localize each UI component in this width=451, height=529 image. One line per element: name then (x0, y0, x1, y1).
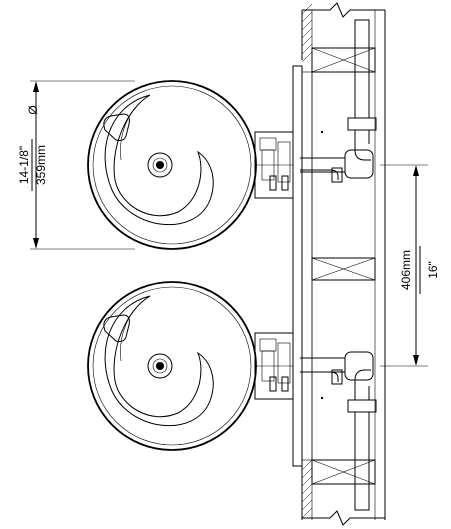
drain-top (147, 152, 173, 178)
bubbler-top (87, 80, 343, 250)
wall (301, 2, 386, 526)
spacing-metric: 406mm (399, 250, 413, 290)
diameter-dimension: Ø 14-1/8" 359mm (17, 80, 135, 250)
wall-hatching (301, 3, 313, 519)
bubbler-bottom (87, 281, 343, 451)
valve-assembly-bottom (254, 332, 343, 400)
push-pad-top (103, 113, 130, 141)
spacing-imperial: 16" (426, 261, 440, 279)
blocking-top (311, 47, 376, 73)
push-pad-bottom (103, 314, 130, 342)
diameter-metric: 359mm (34, 145, 48, 185)
supply-pipe-top (300, 19, 377, 179)
basin-bottom (104, 295, 214, 427)
blocking-middle (311, 257, 376, 281)
drain-bottom (147, 353, 173, 379)
valve-assembly-top (254, 131, 343, 199)
mounting-plate (292, 65, 324, 467)
spacing-dimension: 16" 406mm (380, 164, 440, 367)
basin-top (104, 94, 214, 226)
diameter-symbol: Ø (26, 105, 40, 114)
blocking-bottom (311, 459, 376, 485)
diameter-imperial: 14-1/8" (17, 146, 31, 184)
